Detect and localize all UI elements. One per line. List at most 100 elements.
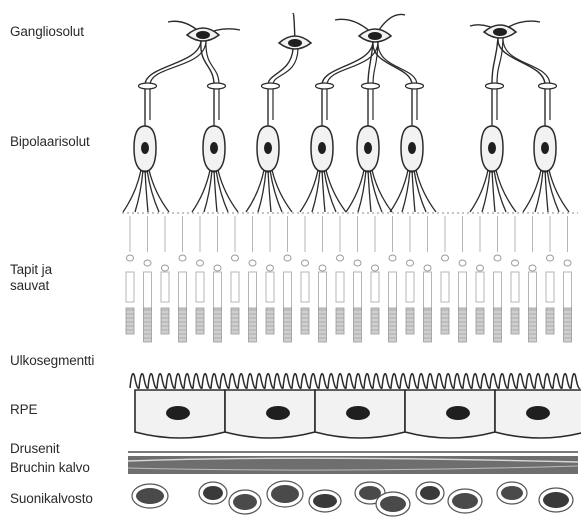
photoreceptor-nucleus [442,255,449,261]
synapse [486,83,504,89]
rpe-nucleus [346,406,370,420]
label-photoreceptors: Tapit ja sauvat [10,262,52,294]
photoreceptor-layer [126,216,572,342]
blood-cell [501,486,523,500]
photoreceptor-inner-segment [214,272,222,310]
rpe-nucleus [166,406,190,420]
photoreceptor-outer-segment [494,308,502,342]
label-rpe: RPE [10,402,37,418]
bipolar-dendrite [547,170,559,212]
photoreceptor-nucleus [547,255,554,261]
blood-cell [313,494,337,508]
photoreceptor-inner-segment [389,272,397,310]
photoreceptor-inner-segment [494,272,502,310]
photoreceptor-inner-segment [546,272,554,302]
label-ganglion-cells: Gangliosolut [10,24,84,40]
photoreceptor-inner-segment [371,272,379,302]
bipolar-dendrite [390,170,408,212]
photoreceptor-outer-segment [319,308,327,342]
bipolar-nucleus [264,142,272,154]
photoreceptor-nucleus [529,265,536,271]
photoreceptor-inner-segment [319,272,327,310]
photoreceptor-nucleus [459,260,466,266]
photoreceptor-nucleus [337,255,344,261]
photoreceptor-inner-segment [161,272,169,302]
photoreceptor-inner-segment [459,272,467,310]
photoreceptor-outer-segment [144,308,152,342]
bipolar-dendrite [470,170,488,212]
photoreceptor-inner-segment [564,272,572,310]
bipolar-dendrite [300,170,318,212]
photoreceptor-nucleus [162,265,169,271]
bipolar-nucleus [408,142,416,154]
blood-cell [543,492,569,508]
photoreceptor-inner-segment [231,272,239,302]
outer-segment-layer [130,374,580,389]
bipolar-dendrite [147,170,159,212]
label-drusen: Drusenit [10,441,59,457]
photoreceptor-nucleus [564,260,571,266]
photoreceptor-inner-segment [354,272,362,310]
synapse [262,83,280,89]
ganglion-dendrite [145,41,201,120]
photoreceptor-outer-segment [179,308,187,342]
bipolar-dendrite [494,170,506,212]
photoreceptor-nucleus [407,260,414,266]
label-outer-segment: Ulkosegmentti [10,353,94,369]
bruch-membrane-layer [128,452,578,474]
blood-cell [380,496,406,512]
photoreceptor-inner-segment [196,272,204,302]
ganglion-nucleus [493,28,507,36]
photoreceptor-outer-segment [424,308,432,342]
photoreceptor-nucleus [477,265,484,271]
bipolar-nucleus [210,142,218,154]
ganglion-dendrite [150,41,206,120]
photoreceptor-inner-segment [266,272,274,302]
photoreceptor-inner-segment [476,272,484,302]
photoreceptor-nucleus [249,260,256,266]
bipolar-dendrite [270,170,282,212]
bipolar-dendrite [414,170,426,212]
photoreceptor-nucleus [179,255,186,261]
bipolar-dendrite [370,170,382,212]
photoreceptor-inner-segment [511,272,519,302]
choroid-layer [132,481,573,516]
synapse [362,83,380,89]
blood-cell [233,494,257,510]
rpe-layer [135,390,581,438]
bipolar-dendrite [216,170,228,212]
photoreceptor-inner-segment [441,272,449,302]
photoreceptor-nucleus [127,255,134,261]
rpe-nucleus [446,406,470,420]
synapse [406,83,424,89]
label-bruch-membrane: Bruchin kalvo [10,460,90,476]
rpe-nucleus [526,406,550,420]
photoreceptor-inner-segment [126,272,134,302]
photoreceptor-inner-segment [249,272,257,310]
synapse [208,83,226,89]
photoreceptor-inner-segment [336,272,344,302]
photoreceptor-outer-segment [214,308,222,342]
photoreceptor-nucleus [319,265,326,271]
blood-cell [203,486,223,500]
bipolar-nucleus [318,142,326,154]
bipolar-dendrite [246,170,264,212]
blood-cell [136,488,164,504]
bipolar-nucleus [364,142,372,154]
blood-cell [420,486,440,500]
photoreceptor-nucleus [372,265,379,271]
photoreceptor-inner-segment [179,272,187,310]
rpe-nucleus [266,406,290,420]
photoreceptor-outer-segment [284,308,292,342]
ganglion-dendrite [327,42,378,120]
blood-cell [271,485,299,503]
photoreceptor-outer-segment [249,308,257,342]
ganglion-dendrite [201,41,214,120]
ganglion-cell-layer [139,14,557,120]
photoreceptor-nucleus [214,265,221,271]
photoreceptor-nucleus [267,265,274,271]
photoreceptor-outer-segment [389,308,397,342]
bipolar-nucleus [541,142,549,154]
